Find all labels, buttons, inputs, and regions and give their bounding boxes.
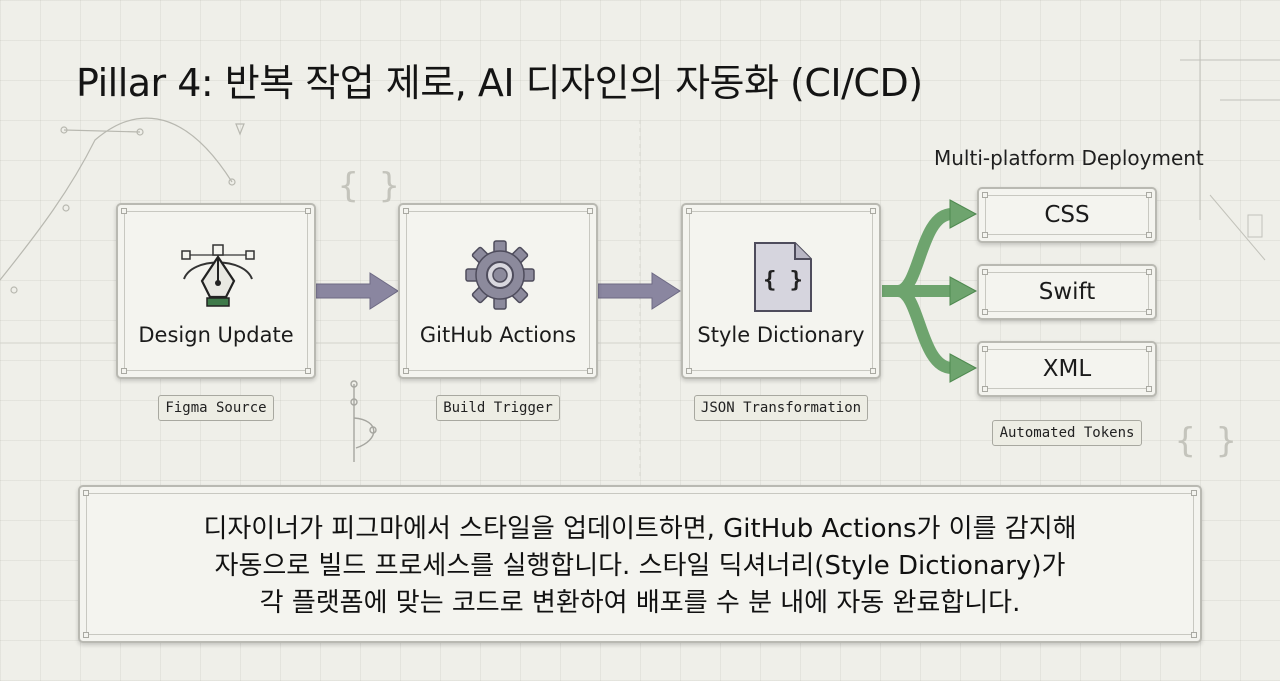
step-label: Style Dictionary: [697, 323, 865, 347]
step-github-actions: GitHub Actions: [398, 203, 598, 379]
tag-json-transformation: JSON Transformation: [694, 395, 868, 421]
tag-automated-tokens: Automated Tokens: [992, 420, 1142, 446]
summary-box: 디자이너가 피그마에서 스타일을 업데이트하면, GitHub Actions가…: [78, 485, 1202, 643]
deployment-title: Multi-platform Deployment: [934, 146, 1204, 170]
purple-arrows: [315, 272, 681, 310]
gear-icon: [465, 240, 535, 310]
git-branch-sketch: [350, 380, 377, 462]
platform-xml: XML: [977, 341, 1157, 397]
platform-css: CSS: [977, 187, 1157, 243]
arrow-to-css: [949, 199, 978, 229]
platform-label: CSS: [1044, 202, 1090, 228]
brace-glyph-decoration: { }: [338, 166, 399, 206]
arrow-to-swift: [949, 276, 978, 306]
page-title: Pillar 4: 반복 작업 제로, AI 디자인의 자동화 (CI/CD): [76, 61, 923, 105]
platform-label: XML: [1042, 356, 1092, 382]
summary-text: 디자이너가 피그마에서 스타일을 업데이트하면, GitHub Actions가…: [100, 511, 1180, 622]
json-file-icon: { }: [754, 242, 812, 312]
pen-tool-icon: [181, 244, 255, 307]
arrow-actions-to-dictionary: [597, 272, 681, 310]
step-label: Design Update: [138, 323, 294, 347]
tag-build-trigger: Build Trigger: [436, 395, 560, 421]
step-design-update: Design Update: [116, 203, 316, 379]
summary-line: 디자이너가 피그마에서 스타일을 업데이트하면, GitHub Actions가…: [203, 514, 1077, 544]
step-style-dictionary: { } Style Dictionary: [681, 203, 881, 379]
platform-swift: Swift: [977, 264, 1157, 320]
tag-figma-source: Figma Source: [158, 395, 274, 421]
platform-label: Swift: [1038, 279, 1096, 305]
svg-text:{ }: { }: [763, 268, 803, 293]
drafting-sketch: [1180, 40, 1280, 261]
summary-line: 각 플랫폼에 맞는 코드로 변환하여 배포를 수 분 내에 자동 완료합니다.: [259, 588, 1021, 618]
summary-line: 자동으로 빌드 프로세스를 실행합니다. 스타일 딕셔너리(Style Dict…: [214, 551, 1066, 581]
step-label: GitHub Actions: [419, 323, 577, 347]
green-arrows: [882, 208, 955, 374]
arrow-design-to-actions: [315, 272, 399, 310]
brace-glyph-decoration: { }: [1175, 421, 1236, 461]
bezier-sketch: [0, 117, 245, 294]
arrow-to-xml: [949, 353, 978, 383]
